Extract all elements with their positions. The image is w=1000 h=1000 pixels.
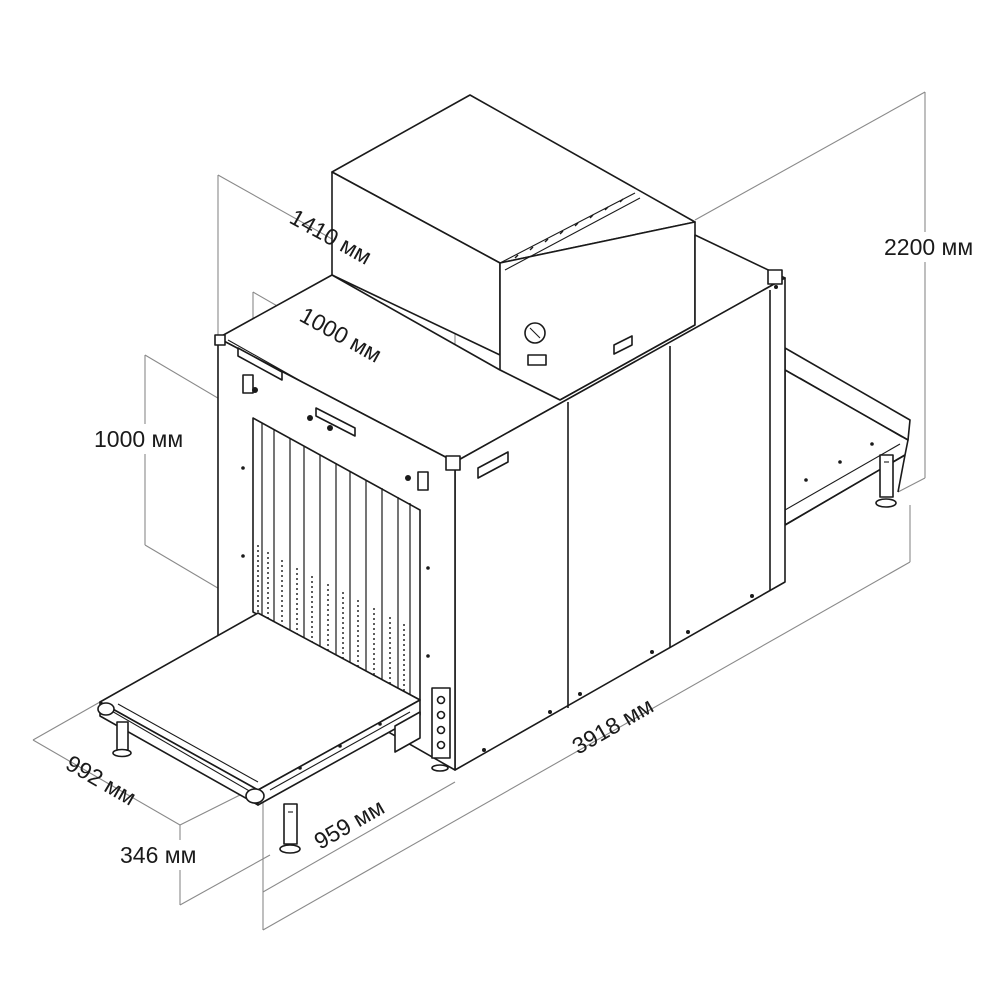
lead-curtain <box>257 423 411 696</box>
dim-conveyor-height: 346 мм <box>120 842 196 868</box>
control-panel <box>431 687 451 759</box>
emergency-stop-icon <box>252 387 258 393</box>
conveyor-junction-plate <box>394 711 421 753</box>
dim-conveyor-width: 959 мм <box>310 794 389 855</box>
front-nameplate <box>237 347 283 381</box>
rear-conveyor-foot <box>875 454 897 508</box>
dim-length-total: 3918 мм <box>568 692 658 759</box>
front-conveyor-foot-left <box>112 721 132 758</box>
front-conveyor <box>97 612 421 806</box>
generator-handle <box>613 335 633 355</box>
front-panel-left <box>242 374 254 394</box>
front-panel-right <box>417 471 429 491</box>
side-label-plate <box>477 451 509 479</box>
rear-conveyor <box>784 347 911 526</box>
dim-conveyor-length: 992 мм <box>62 750 141 811</box>
front-conveyor-foot-right <box>279 803 301 854</box>
generator-label-plate <box>527 354 547 366</box>
front-display-slot <box>315 407 356 437</box>
dim-tunnel-height: 1000 мм <box>94 426 183 452</box>
generator-box <box>331 94 696 401</box>
generator-vent-ribs <box>514 198 624 259</box>
dim-height-total: 2200 мм <box>884 234 973 260</box>
